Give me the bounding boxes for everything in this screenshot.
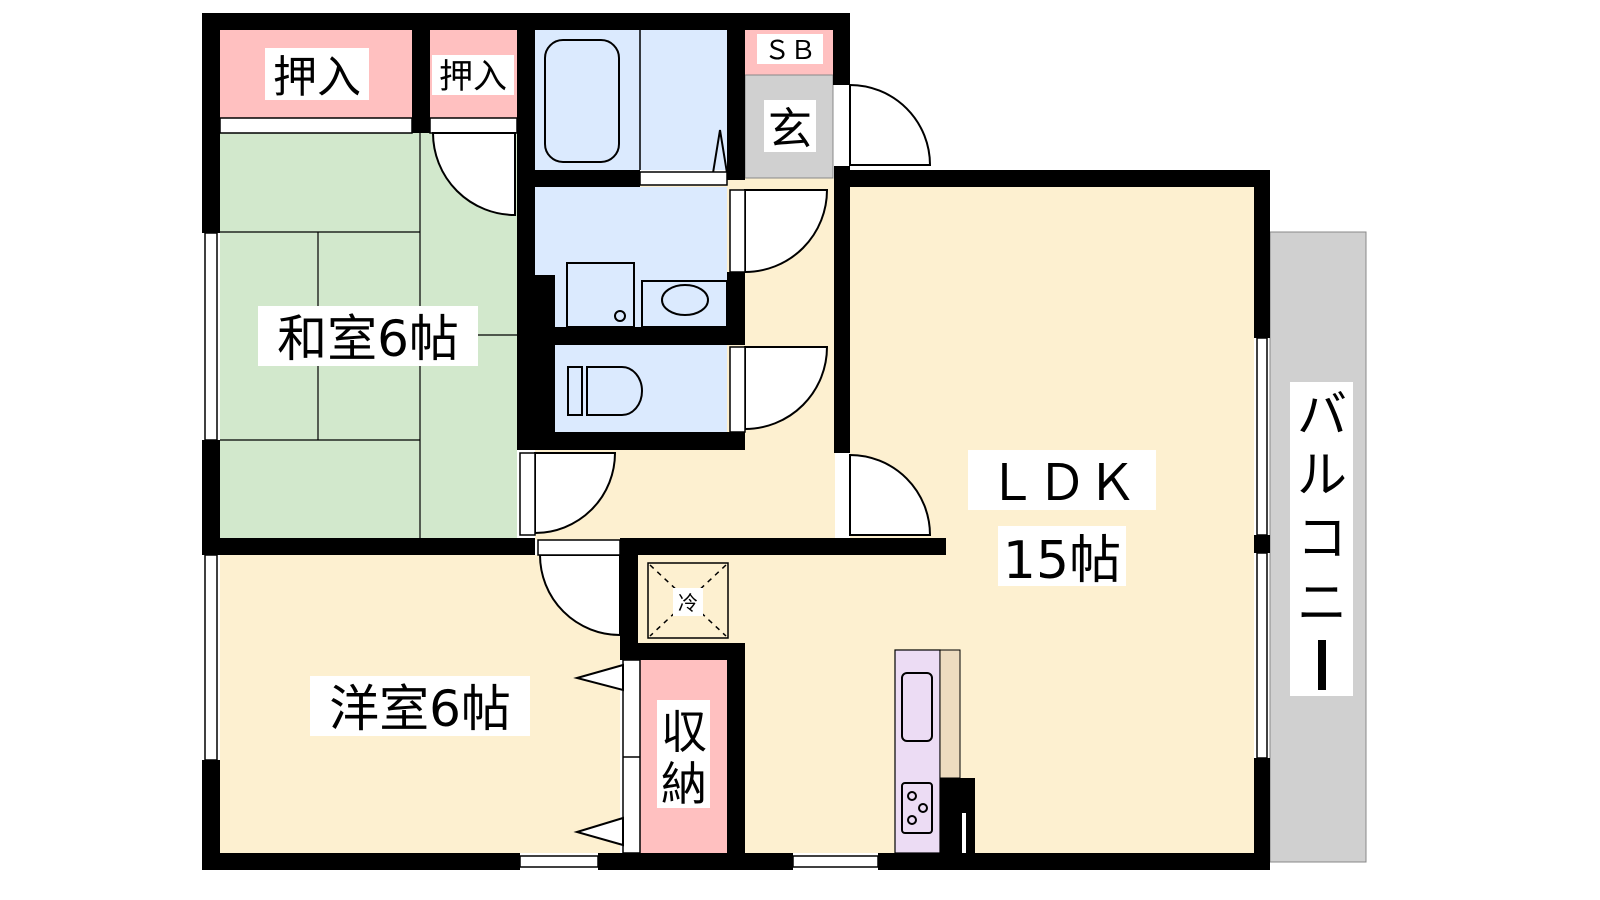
storage-label-source: 収納 <box>0 0 2 1</box>
balcony-char: バ <box>1297 386 1347 444</box>
bathroom <box>535 30 727 170</box>
toilet <box>567 366 643 416</box>
stove <box>901 782 933 834</box>
ldk-label: ＬＤＫ <box>987 454 1137 512</box>
bath-door-mark <box>712 129 728 174</box>
balcony-char: ー <box>1322 684 1323 686</box>
sink-bowl <box>661 284 709 316</box>
washroom <box>535 187 727 327</box>
closet-left-label: 押入 <box>273 52 361 103</box>
balcony-char: コ <box>1297 509 1347 567</box>
walls <box>202 13 1270 870</box>
entrance-label: 玄 <box>768 104 812 155</box>
balcony-char-bar <box>1318 640 1326 690</box>
storage-label-2: 納 <box>661 757 707 811</box>
closet-door <box>429 117 518 134</box>
balcony-char: ニ <box>1297 574 1347 632</box>
kitchen-counter <box>894 649 975 854</box>
washitsu-label: 和室6帖 <box>277 310 459 368</box>
bathtub <box>544 39 620 163</box>
closet-right-label: 押入 <box>439 57 507 97</box>
windows <box>204 171 1268 868</box>
room-labels: 押入 押入 ＳＢ 玄 和室6帖 ＬＤＫ 15帖 洋室6帖 収 納 収納 バ ル … <box>0 0 1353 811</box>
fridge-label: 冷 <box>678 591 698 615</box>
yoshitsu-label: 洋室6帖 <box>329 680 511 738</box>
fridge-space: 冷 <box>647 562 729 639</box>
closet-door <box>219 117 413 134</box>
doors <box>431 83 932 854</box>
kitchen-sink <box>901 672 933 742</box>
balcony-char: ル <box>1297 446 1347 504</box>
storage-label-1: 収 <box>661 705 707 759</box>
ldk-size-label: 15帖 <box>1003 531 1121 591</box>
shoe-box-label: ＳＢ <box>764 36 816 66</box>
